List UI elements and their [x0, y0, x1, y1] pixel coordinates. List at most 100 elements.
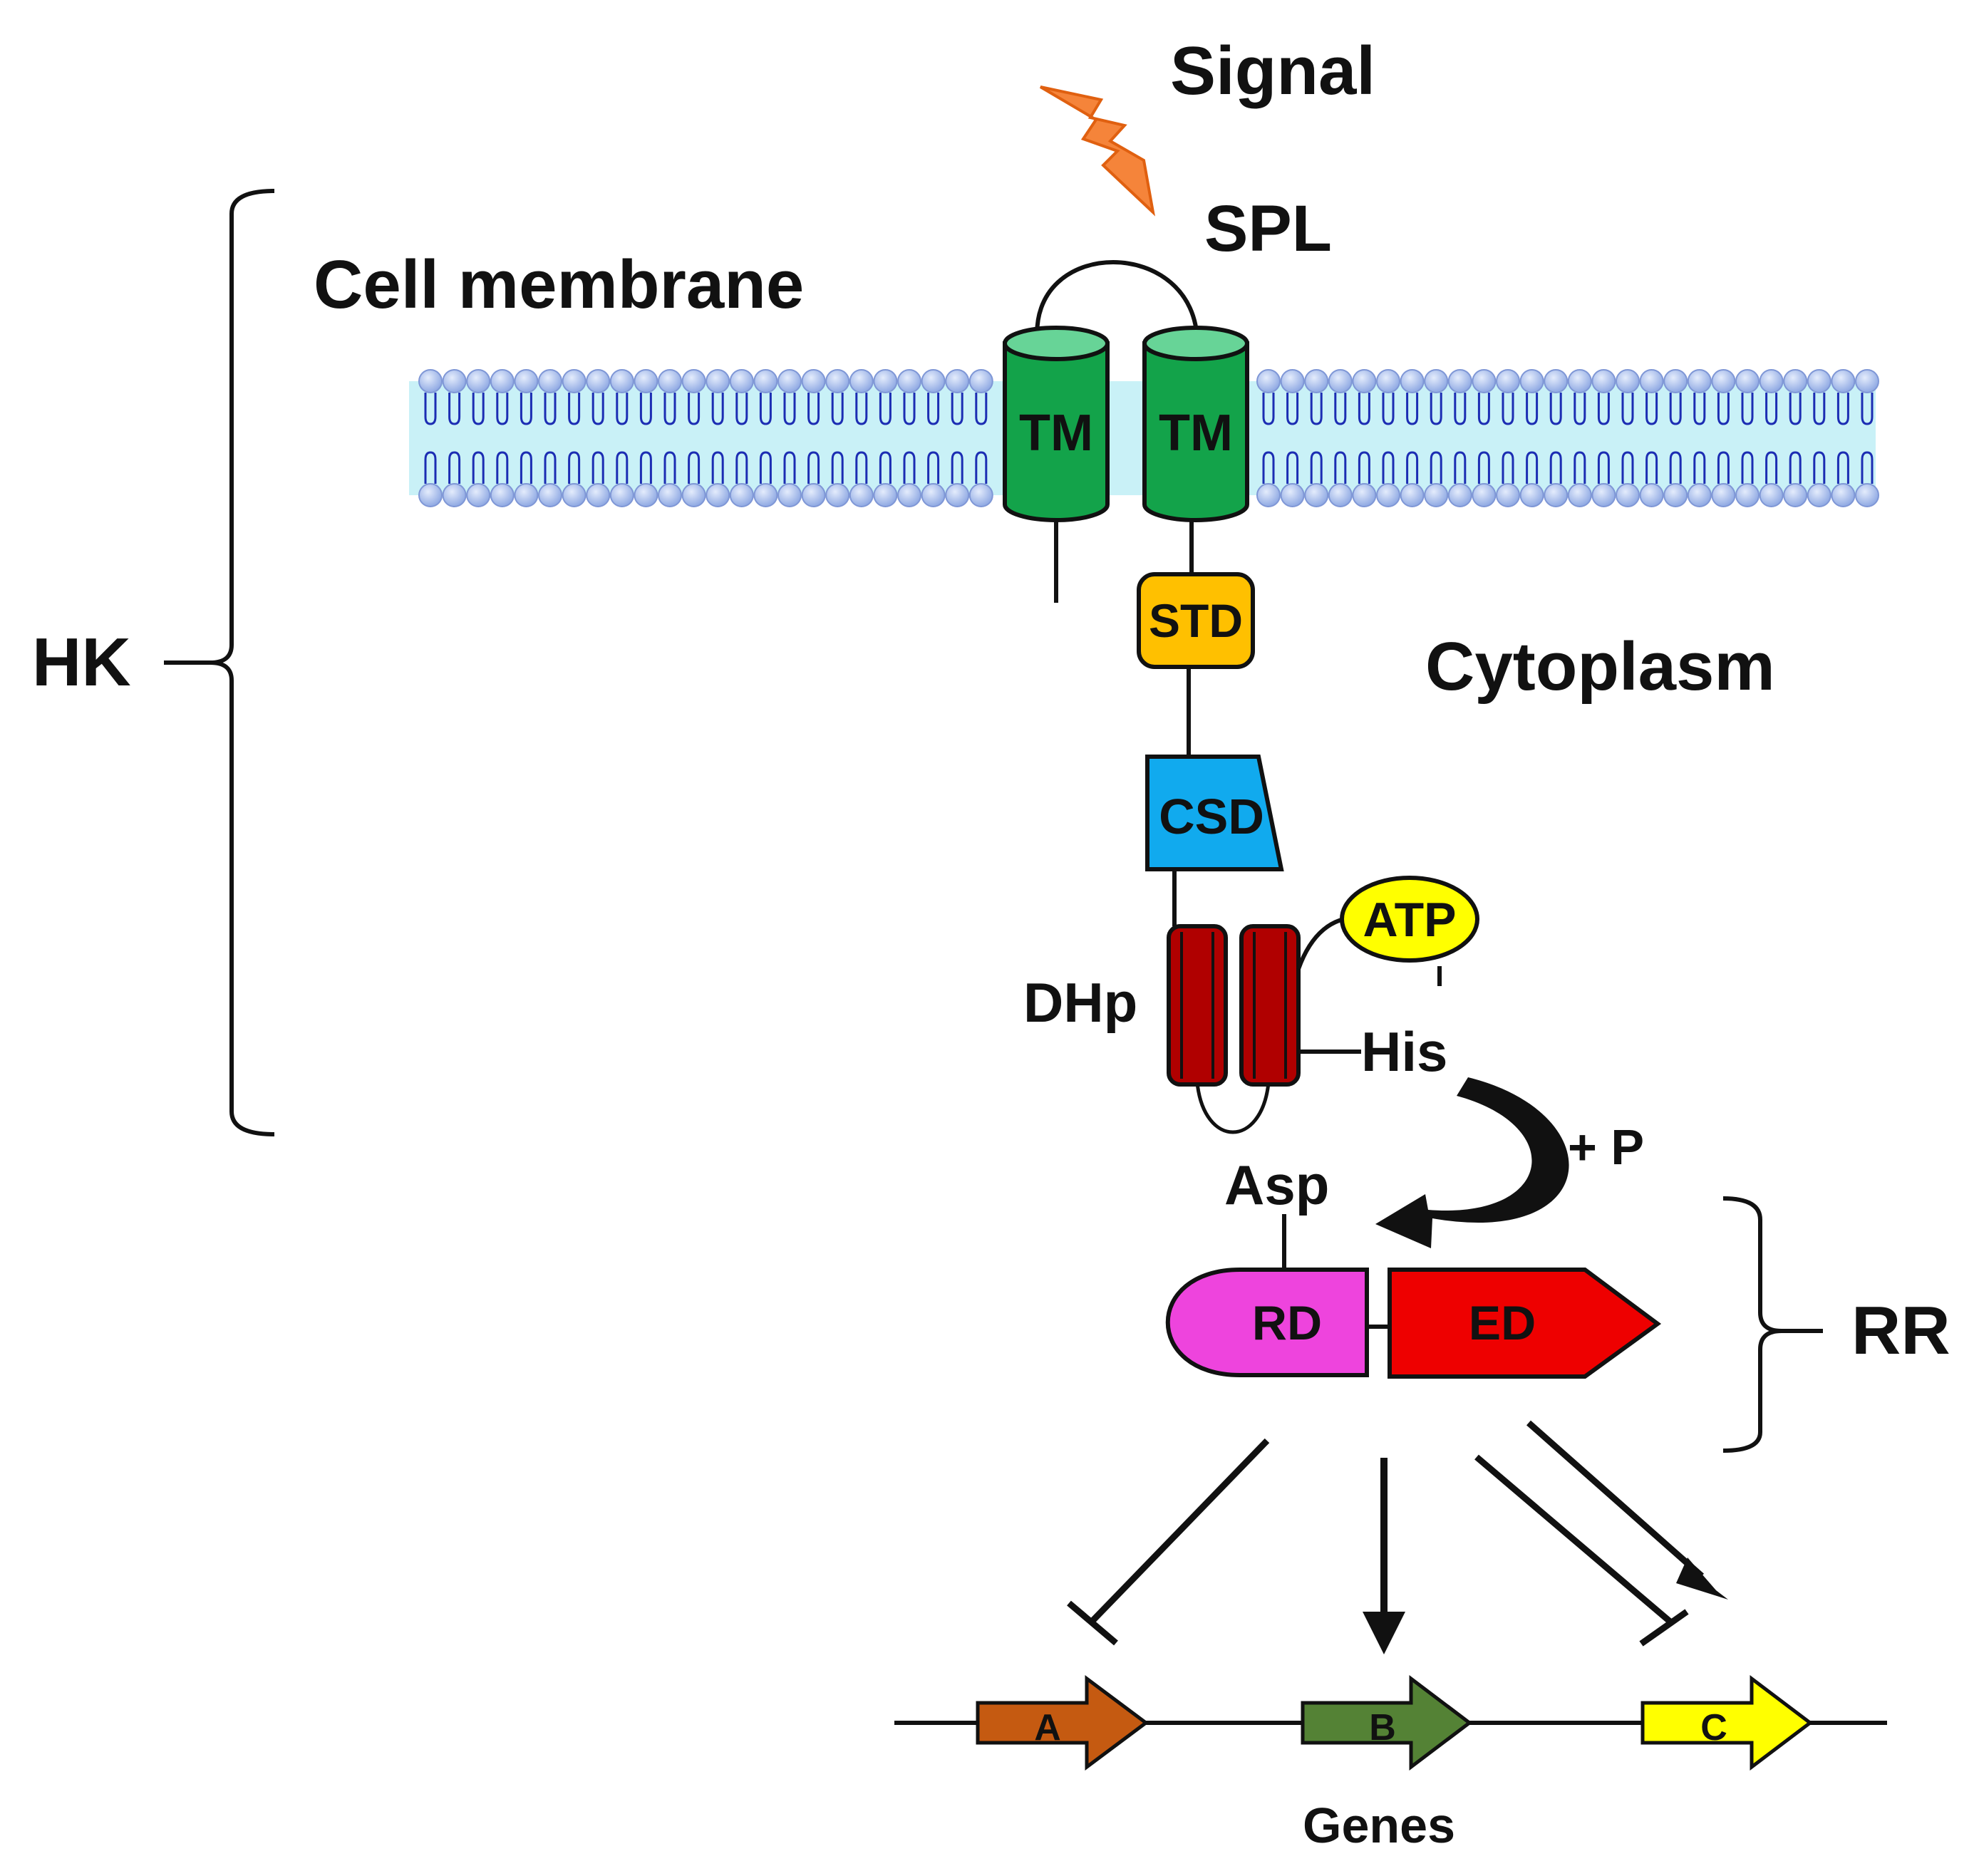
lipid — [945, 369, 970, 507]
phosphate-label: + P — [1568, 1119, 1644, 1175]
dhp-helix-left — [1167, 924, 1228, 1087]
lipid — [849, 369, 874, 507]
lipid — [1519, 369, 1544, 507]
lipid — [1759, 369, 1784, 507]
lipid — [897, 369, 921, 507]
cell-membrane-label: Cell membrane — [314, 247, 804, 323]
std-domain: STD — [1137, 572, 1255, 669]
tm-left-domain: TM — [1003, 326, 1110, 522]
rd-domain: RD — [1165, 1268, 1369, 1377]
dhp-label: DHp — [1023, 971, 1137, 1034]
repress-gene-c-bar — [1639, 1609, 1689, 1647]
lipid — [586, 369, 611, 507]
lipid — [753, 369, 778, 507]
lipid — [658, 369, 682, 507]
signal-label: Signal — [1170, 33, 1375, 109]
lipid — [634, 369, 658, 507]
std-label: STD — [1149, 594, 1243, 647]
dhp-loop — [1195, 1082, 1271, 1134]
lipid — [729, 369, 754, 507]
gene-c: C — [1640, 1674, 1814, 1771]
spl-label: SPL — [1204, 192, 1332, 265]
csd-label: CSD — [1159, 789, 1264, 844]
lipid — [1328, 369, 1353, 507]
lipid — [1544, 369, 1569, 507]
lipid — [1831, 369, 1856, 507]
hk-bracket — [210, 189, 275, 1136]
repress-gene-a-bar — [1067, 1600, 1118, 1646]
lipid — [1376, 369, 1400, 507]
lipid — [1855, 369, 1879, 507]
csd-domain: CSD — [1145, 755, 1284, 871]
lipid — [490, 369, 515, 507]
lipid — [777, 369, 802, 507]
lipid — [968, 369, 993, 507]
lipid — [1687, 369, 1712, 507]
hk-label: HK — [32, 624, 131, 700]
lipid — [442, 369, 467, 507]
lipid — [1591, 369, 1616, 507]
lipid — [873, 369, 898, 507]
his-label: His — [1361, 1020, 1447, 1083]
dhp-domain — [1167, 924, 1301, 1134]
lipid-molecules — [418, 369, 1879, 507]
lipid — [681, 369, 706, 507]
rd-label: RD — [1252, 1296, 1322, 1350]
activate-gene-c-line — [1526, 1420, 1704, 1579]
lipid — [921, 369, 946, 507]
lipid — [514, 369, 539, 507]
lipid — [1496, 369, 1520, 507]
cytoplasm-label: Cytoplasm — [1425, 628, 1775, 705]
lipid — [1663, 369, 1688, 507]
lipid — [1616, 369, 1640, 507]
ed-label: ED — [1469, 1296, 1536, 1350]
lipid — [1472, 369, 1497, 507]
lipid — [1639, 369, 1664, 507]
lipid — [609, 369, 634, 507]
lipid — [1352, 369, 1377, 507]
lipid — [466, 369, 491, 507]
rr-label: RR — [1851, 1292, 1950, 1369]
lipid — [825, 369, 850, 507]
lipid — [1807, 369, 1831, 507]
atp-label: ATP — [1363, 893, 1457, 947]
activate-gene-b-head — [1363, 1612, 1405, 1654]
lipid — [801, 369, 826, 507]
lipid — [706, 369, 730, 507]
tm-left-label: TM — [1019, 405, 1093, 462]
repress-gene-c-line — [1474, 1454, 1674, 1626]
repress-gene-a-line — [1087, 1438, 1270, 1626]
lipid — [1256, 369, 1281, 507]
lipid — [538, 369, 562, 507]
rr-bracket — [1722, 1196, 1782, 1453]
gene-c-label: C — [1700, 1707, 1727, 1748]
genes-label: Genes — [1303, 1798, 1455, 1853]
lipid — [1304, 369, 1329, 507]
lipid — [418, 369, 443, 507]
lipid — [1280, 369, 1305, 507]
activate-gene-c-head — [1676, 1558, 1728, 1600]
lipid — [562, 369, 587, 507]
lipid — [1424, 369, 1449, 507]
gene-a: A — [976, 1675, 1149, 1771]
tm-right-label: TM — [1159, 405, 1233, 462]
signal-bolt-icon — [1039, 85, 1156, 217]
regulation-arrows — [1067, 1420, 1728, 1654]
phosphotransfer-arrow — [1375, 1077, 1569, 1248]
lipid — [1711, 369, 1736, 507]
gene-a-label: A — [1034, 1707, 1061, 1748]
dhp-helix-right — [1239, 924, 1301, 1087]
ed-domain: ED — [1388, 1268, 1662, 1379]
lipid — [1735, 369, 1760, 507]
gene-b: B — [1301, 1674, 1473, 1771]
tm-right-domain: TM — [1142, 326, 1249, 522]
asp-label: Asp — [1224, 1154, 1329, 1216]
gene-b-label: B — [1369, 1707, 1396, 1748]
lipid — [1567, 369, 1592, 507]
lipid — [1447, 369, 1472, 507]
lipid — [1400, 369, 1425, 507]
atp-binding: ATP — [1340, 876, 1479, 963]
spl-loop — [1035, 260, 1199, 344]
